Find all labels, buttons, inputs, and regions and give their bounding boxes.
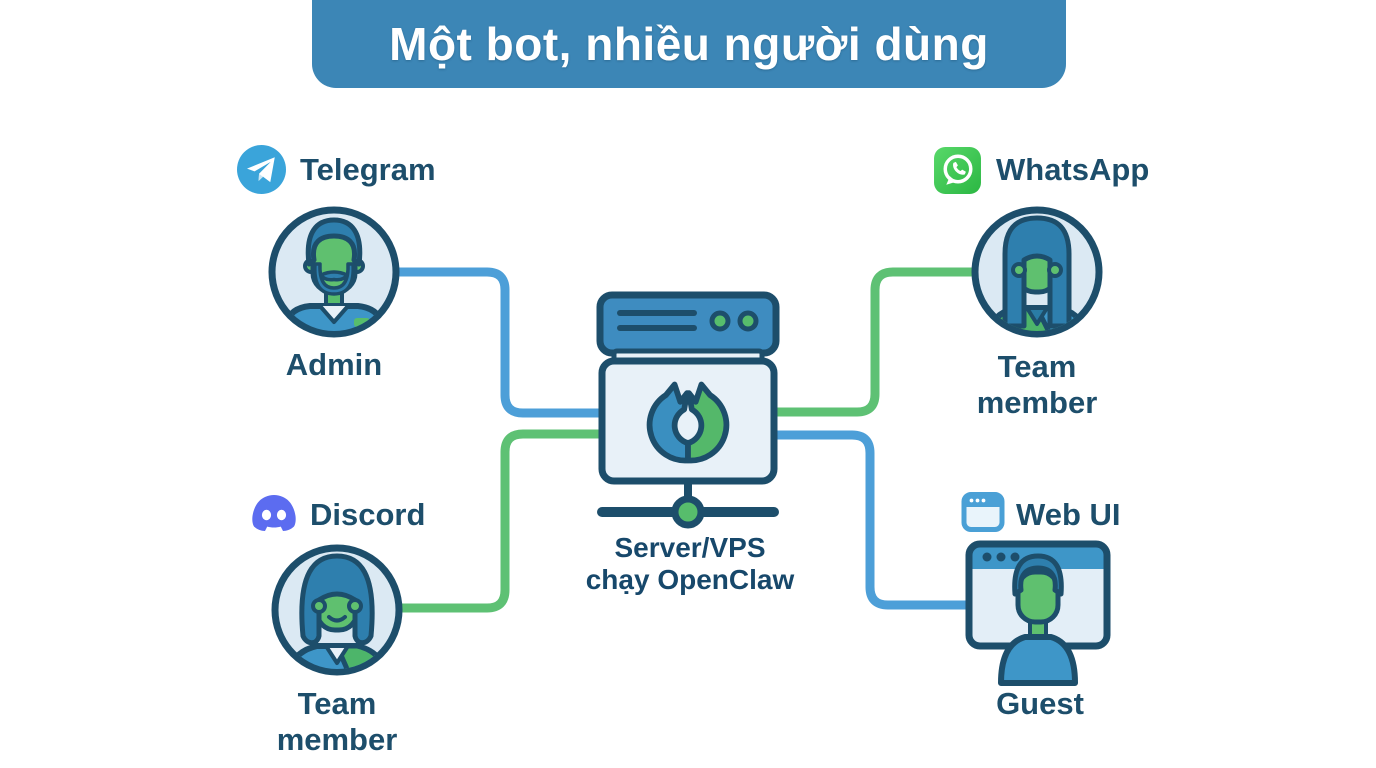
webui-platform-label: Web UI (1016, 497, 1121, 532)
connector-server-to-webui (753, 430, 977, 610)
server-label-line2: chạy OpenClaw (585, 564, 795, 595)
window-dot (982, 552, 992, 562)
wa-member-vneck (1025, 306, 1049, 326)
server-label-line1: Server/VPS (614, 532, 766, 563)
whatsapp-role-label: Team member (976, 349, 1098, 420)
wa-member-hair (1002, 215, 1072, 329)
rack-led (737, 310, 759, 332)
admin-collar (318, 304, 350, 324)
guest-role-label: Guest (996, 686, 1084, 721)
dc-member-vneck (324, 644, 350, 665)
server-box (598, 357, 778, 485)
wa-member-ear (1011, 262, 1027, 278)
guest-avatar-browser (965, 540, 1111, 686)
admin-avatar (268, 206, 400, 338)
admin-hair (305, 217, 363, 267)
dc-member-ear (311, 598, 327, 614)
guest-hair (1012, 553, 1064, 597)
dc-member-hair (299, 553, 375, 646)
discord-icon (252, 495, 296, 531)
admin-role-label: Admin (285, 347, 383, 382)
telegram-icon (237, 145, 286, 194)
guest-shoulders (998, 634, 1078, 686)
discord-team-member-avatar (271, 544, 403, 676)
discord-platform-label: Discord (310, 497, 426, 532)
openclaw-logo-icon (646, 381, 730, 464)
server-label: Server/VPS chạy OpenClaw (585, 532, 795, 596)
connector-server-to-whatsapp (753, 267, 981, 417)
whatsapp-team-member-avatar (971, 206, 1103, 338)
page-title: Một bot, nhiều người dùng (389, 18, 989, 70)
dc-member-smile (327, 615, 347, 623)
whatsapp-platform-label: WhatsApp (996, 152, 1150, 187)
connector-discord-to-server (396, 429, 623, 613)
whatsapp-icon (934, 147, 981, 194)
rack-led (709, 310, 731, 332)
telegram-platform-label: Telegram (300, 152, 436, 187)
window-dot (1010, 552, 1020, 562)
wa-member-ear (1047, 262, 1063, 278)
webui-icon (961, 492, 1005, 532)
dc-member-ear (347, 598, 363, 614)
connector-telegram-to-server (393, 267, 623, 418)
network-node-dot (671, 495, 705, 529)
admin-beard (313, 262, 355, 296)
server-illustration (596, 291, 780, 529)
discord-role-label: Team member (276, 686, 398, 757)
admin-mustache (319, 270, 349, 282)
window-dot (996, 552, 1006, 562)
title-banner: Một bot, nhiều người dùng (312, 0, 1066, 88)
guest-face (1015, 569, 1061, 625)
